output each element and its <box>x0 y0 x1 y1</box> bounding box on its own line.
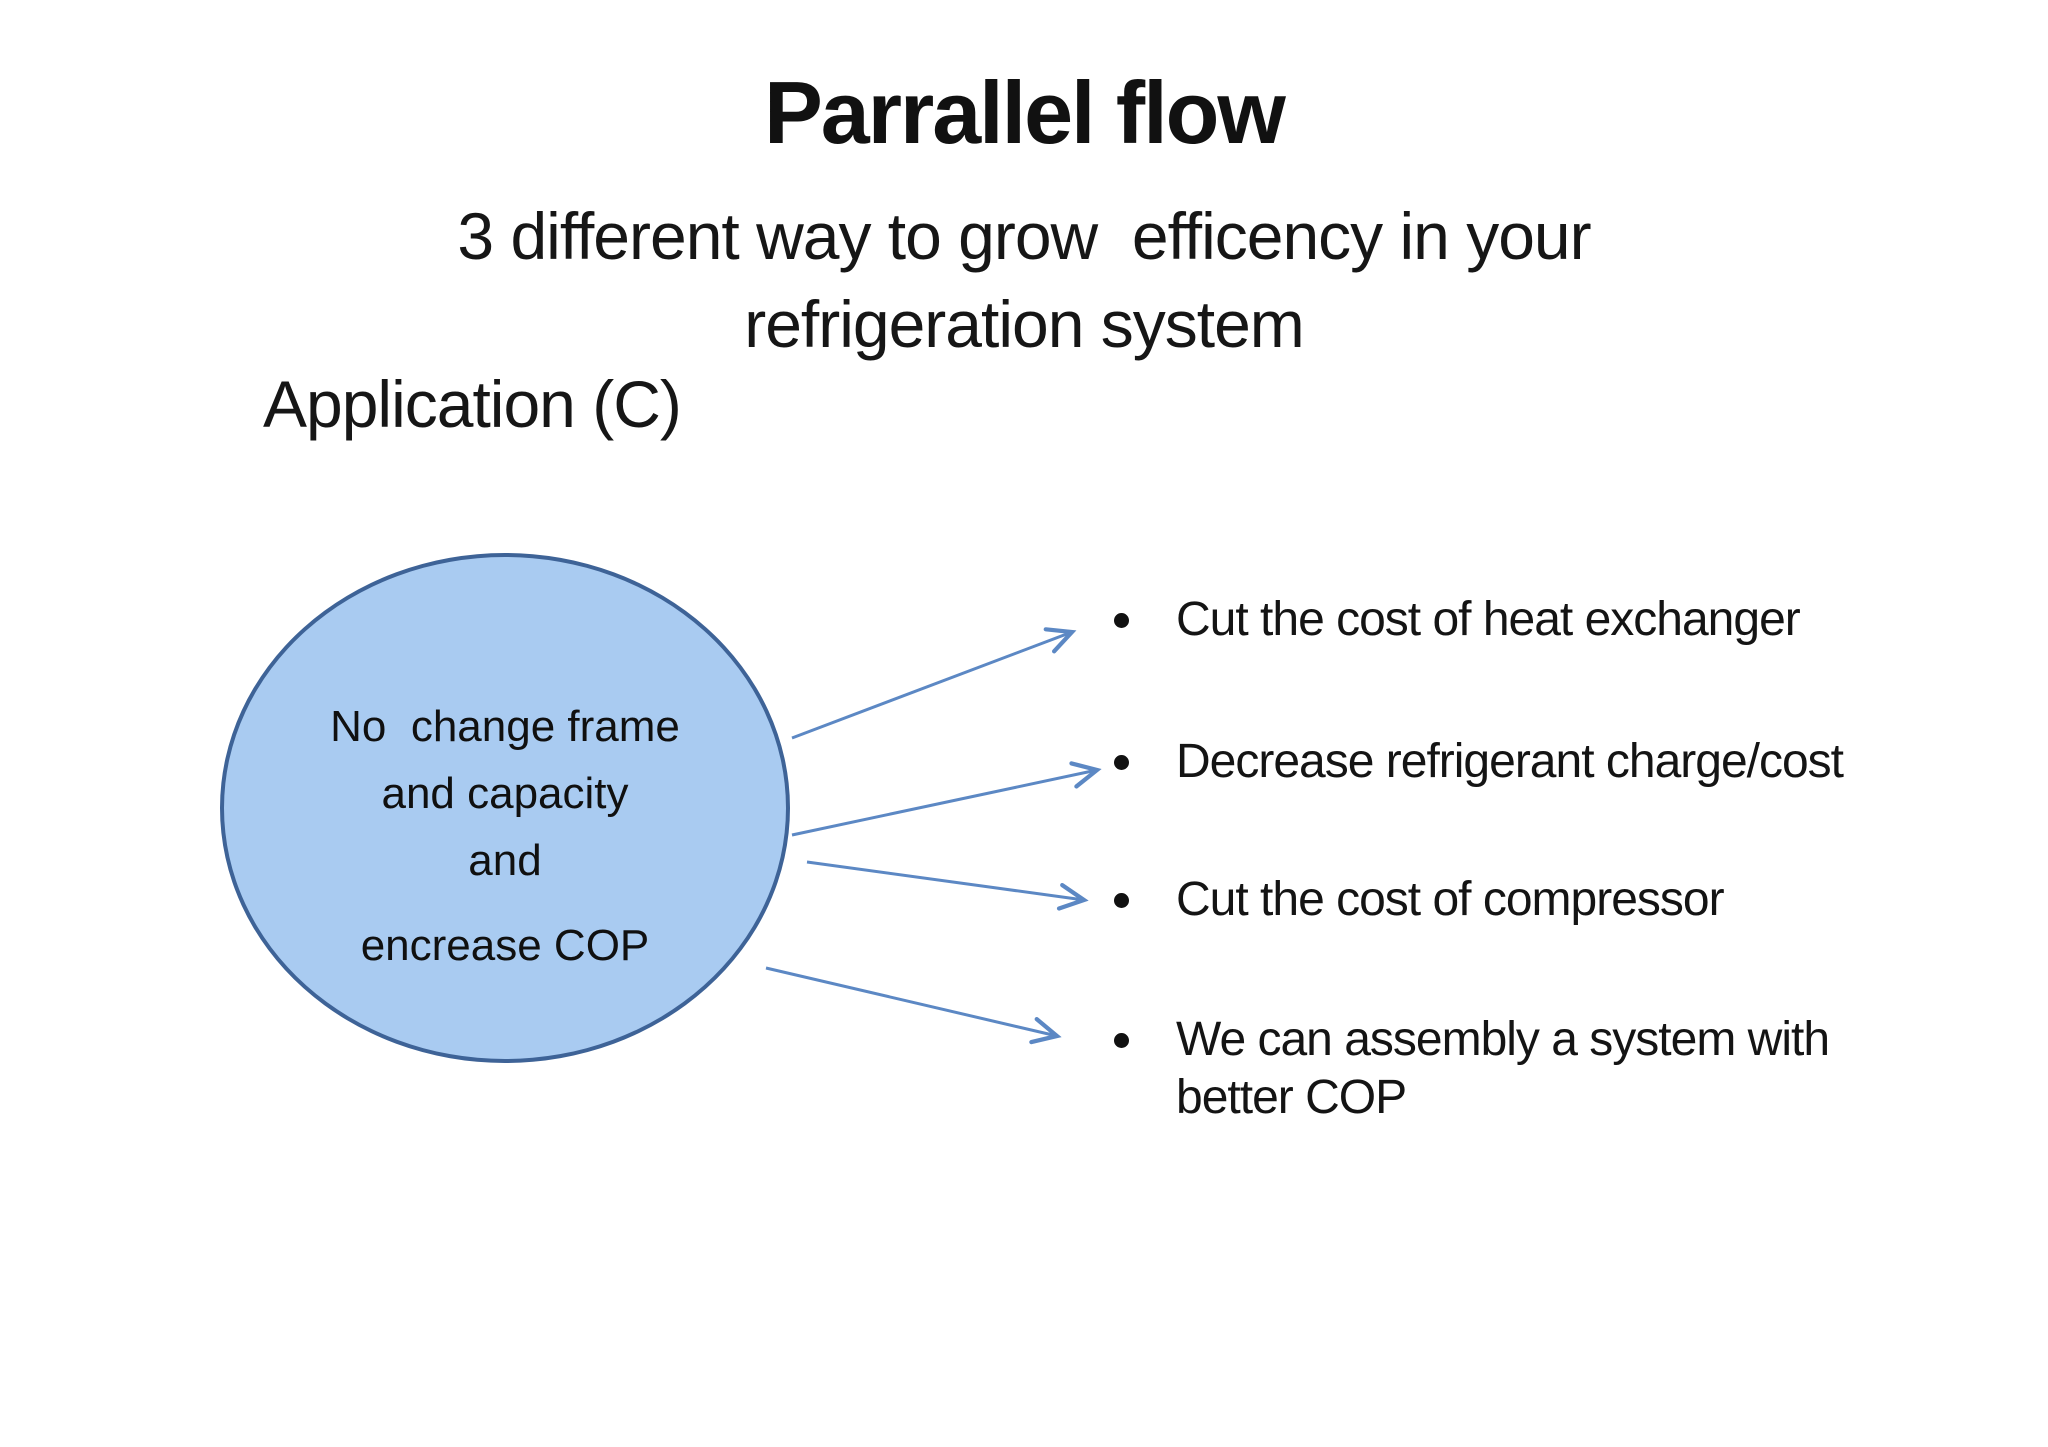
slide-subtitle-line-2: refrigeration system <box>744 287 1305 361</box>
bullet-item-1: Cut the cost of heat exchanger <box>1114 591 1801 649</box>
slide-subtitle-line-1: 3 different way to grow efficency in you… <box>457 199 1591 273</box>
ellipse-text-line-3: and <box>468 836 542 885</box>
bullet-item-3: Cut the cost of compressor <box>1114 871 1725 929</box>
bullet-text-2: Decrease refrigerant charge/cost <box>1176 735 1844 788</box>
bullet-item-4: We can assembly a system with better COP <box>1114 1011 1896 1127</box>
application-label: Application (C) <box>263 367 682 441</box>
arrow-line-1 <box>791 627 1077 740</box>
ellipse-text-line-1: No change frame <box>330 702 680 751</box>
concept-ellipse: No change frame and capacity and encreas… <box>220 553 790 1063</box>
bullet-dot-icon <box>1114 1033 1129 1048</box>
slide-subtitle: 3 different way to grow efficency in you… <box>0 192 2048 368</box>
bullet-dot-icon <box>1114 613 1129 628</box>
arrow-line-4 <box>765 966 1062 1045</box>
bullet-dot-icon <box>1114 755 1129 770</box>
slide-title: Parrallel flow <box>764 63 1286 162</box>
bullet-text-3: Cut the cost of compressor <box>1176 873 1725 926</box>
ellipse-text-line-2: and capacity <box>381 769 629 818</box>
bullet-item-2: Decrease refrigerant charge/cost <box>1114 733 1844 791</box>
arrow-line-2 <box>791 761 1102 837</box>
ellipse-text-line-4: encrease COP <box>360 921 650 970</box>
arrow-line-3 <box>806 860 1089 911</box>
bullet-text-1: Cut the cost of heat exchanger <box>1176 593 1801 646</box>
bullet-dot-icon <box>1114 893 1129 908</box>
bullet-text-4: We can assembly a system with better COP <box>1176 1013 1830 1124</box>
